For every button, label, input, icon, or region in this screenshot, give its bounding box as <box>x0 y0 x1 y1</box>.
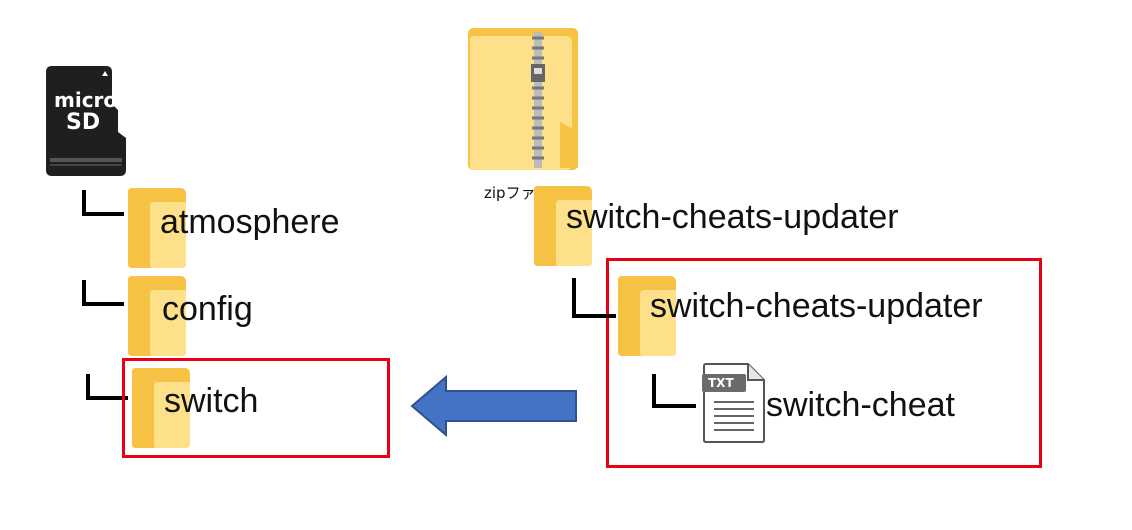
highlight-box-source <box>606 258 1042 468</box>
microsd-card-icon <box>46 66 126 176</box>
folder-label-atmosphere: atmosphere <box>160 203 340 241</box>
tree-connector <box>82 280 124 306</box>
folder-icon <box>132 368 190 448</box>
tree-connector <box>82 190 124 216</box>
sd-label-micro: micro <box>54 88 118 112</box>
txt-file-icon <box>702 363 765 443</box>
folder-icon <box>534 186 592 266</box>
folder-label-switch: switch <box>164 382 259 420</box>
folder-label-config: config <box>162 290 253 328</box>
sd-label-sd: SD <box>66 110 101 135</box>
folder-icon <box>128 276 186 356</box>
txt-badge: TXT <box>708 376 734 390</box>
folder-label-child: switch-cheats-updater <box>650 287 983 325</box>
tree-connector <box>572 278 616 318</box>
folder-label-root: switch-cheats-updater <box>566 198 899 236</box>
file-label: switch-cheat <box>766 386 955 424</box>
folder-icon <box>128 188 186 268</box>
tree-connector <box>86 374 128 400</box>
zip-caption: zipファ <box>484 184 536 202</box>
arrow-left-icon <box>410 375 577 437</box>
zip-folder-icon <box>468 28 578 170</box>
highlight-box-switch <box>122 358 390 458</box>
tree-connector <box>652 374 696 408</box>
folder-icon <box>618 276 676 356</box>
